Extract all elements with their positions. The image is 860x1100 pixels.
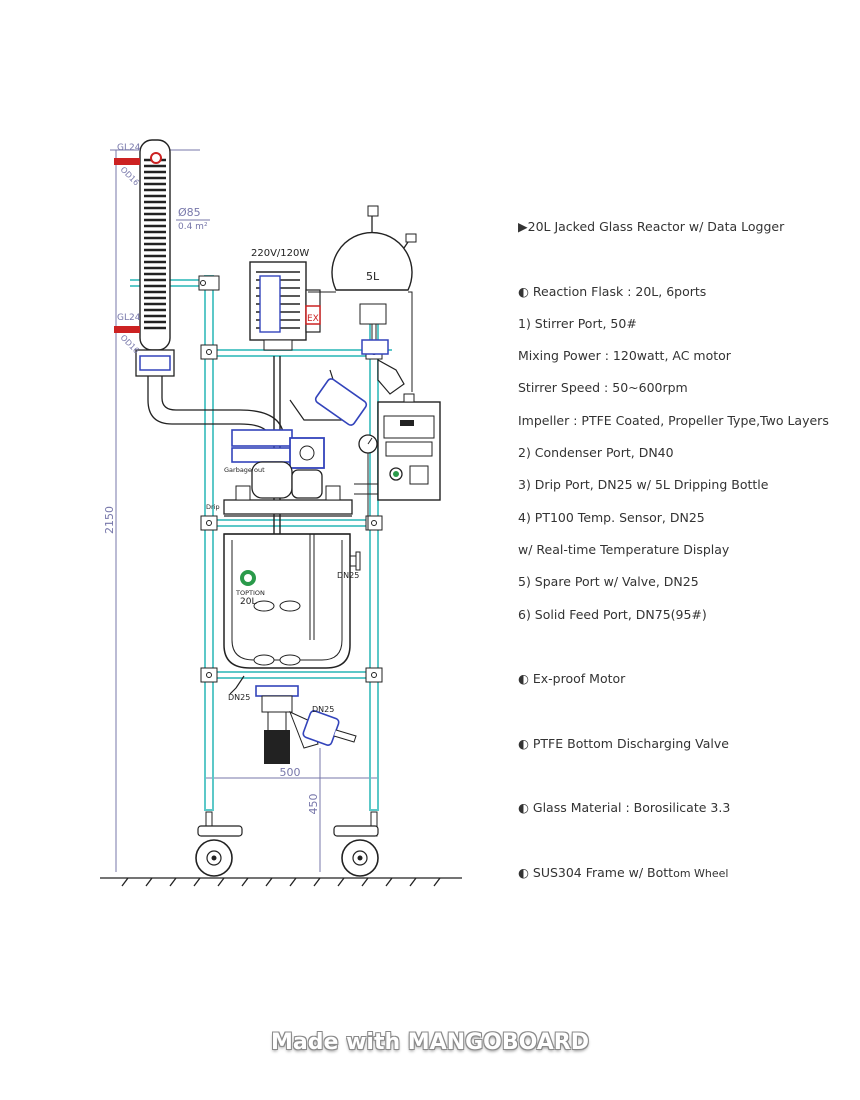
spec-valve: ◐ PTFE Bottom Discharging Valve — [518, 736, 729, 751]
dripping-bottle — [289, 205, 417, 426]
ground-line — [100, 877, 462, 887]
dim-height-bottom: 450 — [307, 794, 320, 815]
label-drip-volume: 5L — [366, 270, 380, 283]
label-garbage-out: Garbage out — [224, 466, 265, 474]
spec-frame-main: ◐ SUS304 Frame w/ Bott — [518, 865, 674, 880]
condenser — [114, 139, 285, 441]
motor — [249, 261, 321, 650]
label-dn25-valve: DN25 — [312, 705, 334, 714]
label-reactor-size: 20L — [240, 597, 256, 607]
label-od16-top: OD16 — [119, 165, 141, 187]
frame-clamps — [198, 275, 383, 683]
control-box — [354, 393, 441, 501]
label-dn25-bottom: DN25 — [228, 693, 250, 702]
label-ex-mark: EX — [307, 314, 319, 324]
spec-impeller: Impeller : PTFE Coated, Propeller Type,T… — [518, 413, 829, 428]
spec-mixing-power: Mixing Power : 120watt, AC motor — [518, 348, 731, 363]
label-dn25-right: DN25 — [337, 571, 359, 580]
label-condenser-dia: Ø85 — [178, 206, 201, 219]
temperature-gauge — [358, 434, 378, 530]
label-condenser-area: 0.4 m² — [178, 222, 208, 232]
spec-frame-tail: om Wheel — [673, 867, 729, 880]
dim-width: 500 — [280, 766, 301, 779]
spec-temp-display: w/ Real-time Temperature Display — [518, 542, 730, 557]
spec-frame: ◐ SUS304 Frame w/ Bottom Wheel — [518, 865, 728, 880]
spec-temp-sensor: 4) PT100 Temp. Sensor, DN25 — [518, 510, 705, 525]
spec-spare-port: 5) Spare Port w/ Valve, DN25 — [518, 574, 699, 589]
wheel-left — [195, 811, 243, 877]
label-gl24-top: GL24 — [117, 143, 141, 153]
label-motor-spec: 220V/120W — [251, 248, 309, 259]
spec-reaction-flask: ◐ Reaction Flask : 20L, 6ports — [518, 284, 707, 299]
dim-height-total: 2150 — [103, 506, 116, 534]
label-brand: TOPTION — [235, 589, 265, 597]
watermark: Made with MANGOBOARD — [271, 1030, 589, 1055]
spec-drip-port: 3) Drip Port, DN25 w/ 5L Dripping Bottle — [518, 477, 769, 492]
spec-title: ▶20L Jacked Glass Reactor w/ Data Logger — [518, 219, 785, 234]
spec-solid-feed: 6) Solid Feed Port, DN75(95#) — [518, 607, 707, 622]
label-gl24-bottom: GL24 — [117, 313, 141, 323]
wheel-right — [333, 811, 379, 877]
spec-stirrer-port: 1) Stirrer Port, 50# — [518, 316, 637, 331]
label-od16-bottom: OD16 — [119, 333, 141, 355]
spec-motor: ◐ Ex-proof Motor — [518, 671, 626, 686]
reactor-lid — [223, 429, 353, 517]
spec-glass: ◐ Glass Material : Borosilicate 3.3 — [518, 800, 731, 815]
spec-stirrer-speed: Stirrer Speed : 50~600rpm — [518, 380, 688, 395]
discharge-valve — [255, 685, 357, 764]
label-drip: Drip — [206, 503, 220, 511]
reactor-vessel — [223, 533, 361, 695]
spec-condenser-port: 2) Condenser Port, DN40 — [518, 445, 674, 460]
